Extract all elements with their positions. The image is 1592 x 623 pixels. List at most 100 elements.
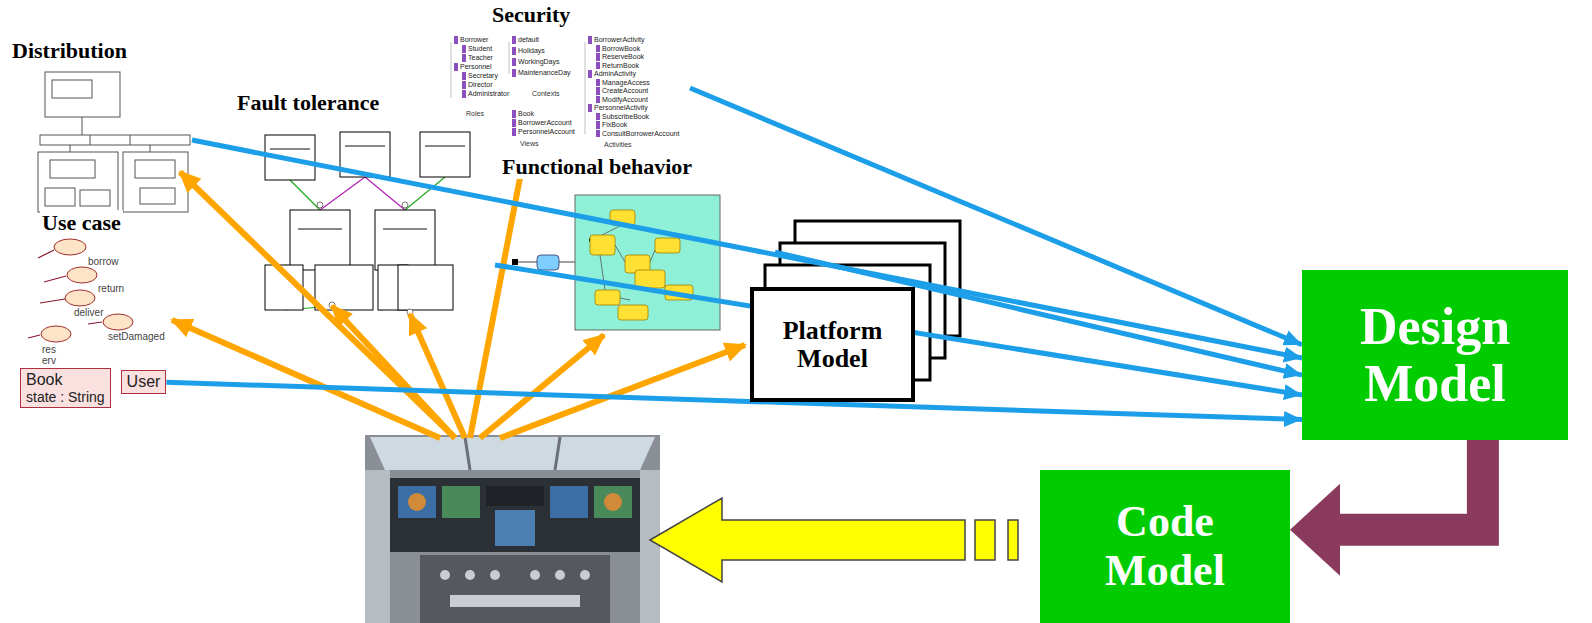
tree-item: PersonnelActivity [588, 104, 648, 112]
illustration-shape [509, 42, 510, 74]
box-label: Platform Model [760, 317, 905, 372]
view-heading: Security [490, 2, 572, 27]
illustration-shape [495, 510, 535, 546]
illustration-shape [410, 314, 465, 438]
illustration-shape [618, 305, 648, 320]
tree-item: Director [462, 81, 493, 89]
illustration-shape [650, 498, 965, 582]
view-caption: Views [520, 140, 539, 148]
illustration-shape [54, 239, 86, 255]
illustration-shape [365, 470, 390, 623]
illustration-shape [390, 478, 640, 552]
generation-arrow [650, 498, 1018, 582]
illustration-shape [41, 326, 71, 342]
functional-behavior-view: Functional behavior [497, 152, 775, 332]
tree-item: ModifyAccount [596, 96, 648, 104]
illustration-shape [398, 486, 436, 518]
design-model-box: Design Model [1302, 270, 1568, 440]
illustration-shape [398, 265, 453, 310]
box-text-wrap: Design Model [1310, 298, 1560, 412]
illustration-shape [408, 493, 426, 511]
illustration-shape [555, 437, 560, 470]
view-caption: Contexts [532, 90, 560, 98]
view-caption: Roles [466, 110, 484, 118]
class-attribute: state : String [26, 389, 105, 405]
class-box: Bookstate : String [20, 368, 111, 408]
refinement-arrow-head [1290, 484, 1340, 576]
illustration-shape [290, 210, 350, 270]
illustration-shape [450, 595, 580, 607]
illustration-shape [375, 210, 435, 270]
illustration-shape [559, 262, 575, 263]
use-case-name: setDamaged [108, 331, 165, 342]
class-box: User [121, 370, 167, 394]
illustration-shape [615, 245, 625, 262]
illustration-shape [580, 570, 590, 580]
illustration-shape [575, 195, 720, 330]
tree-item: Borrower [454, 36, 488, 44]
illustration-shape [440, 570, 450, 580]
illustration-shape [38, 250, 54, 258]
tree-item: Holidays [512, 47, 545, 55]
illustration-shape [140, 188, 175, 204]
tree-item: ReserveBook [596, 53, 644, 61]
illustration-shape [41, 239, 133, 342]
illustration-shape [451, 42, 452, 98]
illustration-shape [370, 437, 655, 470]
refinement-arrow [1290, 440, 1483, 576]
view-arrow [172, 157, 745, 438]
fault-tolerance-view: Fault tolerance [232, 88, 495, 312]
use-case-thumbnail [28, 239, 133, 342]
illustration-shape [420, 132, 470, 177]
view-heading: Functional behavior [500, 154, 694, 179]
box-text-wrap: Platform Model [760, 317, 905, 372]
illustration-shape [317, 202, 323, 208]
illustration-shape [38, 152, 118, 212]
illustration-shape [345, 145, 385, 147]
tree-item: default [512, 36, 539, 44]
illustration-shape [44, 276, 66, 282]
illustration-shape [635, 270, 665, 288]
illustration-shape [320, 177, 365, 210]
illustration-shape [595, 290, 620, 305]
view-caption: Activities [604, 141, 632, 149]
illustration-shape [270, 148, 310, 150]
view-heading: Use case [40, 210, 123, 235]
illustration-shape [486, 486, 544, 506]
illustration-shape [1008, 520, 1018, 560]
class-name: User [127, 373, 161, 391]
illustration-shape [537, 255, 559, 270]
illustration-shape [315, 265, 373, 310]
illustration-shape [555, 570, 565, 580]
illustration-shape [28, 335, 40, 338]
illustration-shape [490, 570, 500, 580]
illustration-shape [550, 486, 588, 518]
cockpit-photo [365, 435, 660, 623]
tree-item: Administrator [462, 90, 509, 98]
illustration-shape [975, 520, 995, 560]
illustration-shape [655, 238, 680, 253]
tree-item: Student [462, 45, 492, 53]
illustration-shape [500, 345, 745, 438]
illustration-shape [365, 435, 660, 623]
illustration-shape [90, 135, 91, 145]
use-case-name: return [98, 283, 124, 294]
state-machine-thumbnail [512, 195, 720, 330]
illustration-shape [383, 228, 427, 230]
illustration-shape [290, 180, 320, 210]
illustration-shape [602, 225, 622, 235]
illustration-shape [130, 135, 131, 145]
tree-item: ReturnBook [596, 62, 639, 70]
box-label: Code Model [1073, 498, 1258, 595]
illustration-shape [45, 72, 120, 117]
security-thumbnail [451, 42, 585, 134]
tree-item: ConsultBorrowerAccount [596, 130, 679, 138]
illustration-shape [620, 298, 630, 300]
illustration-shape [135, 160, 175, 178]
tree-item: SubscribeBook [596, 113, 649, 121]
view-heading: Fault tolerance [235, 90, 381, 115]
illustration-shape [50, 160, 95, 178]
illustration-shape [420, 555, 610, 623]
tree-item: MaintenanceDay [512, 69, 571, 77]
illustration-shape [317, 202, 413, 315]
